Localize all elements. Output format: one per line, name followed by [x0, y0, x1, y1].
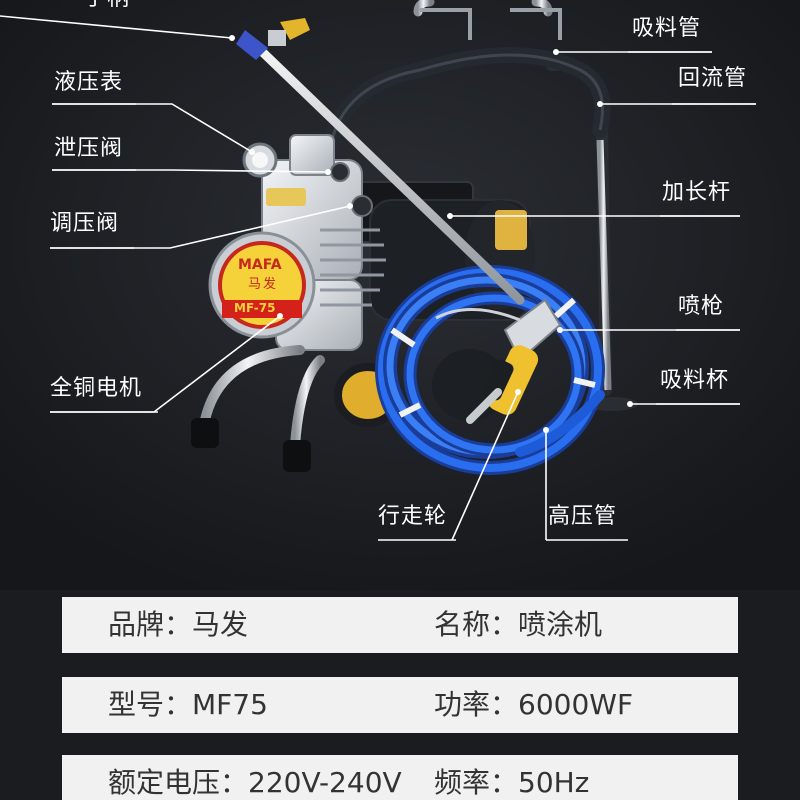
- spec-row: 品牌：马发 名称：喷涂机: [62, 597, 738, 653]
- callout-extension-rod: 加长杆: [662, 180, 732, 205]
- badge-brand: MAFA: [238, 257, 282, 273]
- callout-wheels: 行走轮: [378, 504, 448, 529]
- spec-name: 名称：喷涂机: [434, 608, 603, 641]
- badge-model: MF-75: [234, 301, 276, 315]
- spec-voltage: 额定电压：220V-240V: [108, 766, 402, 799]
- spec-row: 型号：MF75 功率：6000WF: [62, 677, 738, 733]
- callout-suction-pipe: 吸料管: [632, 16, 702, 41]
- callout-spray-gun: 喷枪: [678, 294, 725, 319]
- callout-suction-cup: 吸料杯: [660, 368, 730, 393]
- callout-regulator-valve: 调压阀: [50, 211, 120, 236]
- spec-frequency: 频率：50Hz: [434, 766, 590, 799]
- spec-brand: 品牌：马发: [108, 608, 249, 641]
- hose-coil: [375, 265, 605, 475]
- callout-high-pressure-hose: 高压管: [548, 504, 618, 529]
- spray-tip-icon: [236, 18, 310, 60]
- spec-power: 功率：6000WF: [434, 688, 634, 721]
- callout-handle: 手柄: [84, 0, 130, 10]
- callout-copper-motor: 全铜电机: [50, 376, 143, 401]
- badge-brand-cn: 马发: [248, 277, 279, 292]
- callout-pressure-gauge: 液压表: [54, 70, 124, 95]
- spec-row: 额定电压：220V-240V 频率：50Hz: [62, 755, 738, 800]
- callout-relief-valve: 泄压阀: [54, 136, 124, 161]
- callout-return-pipe: 回流管: [678, 66, 748, 91]
- spec-model: 型号：MF75: [108, 688, 268, 721]
- spray-gun-icon: [435, 298, 562, 424]
